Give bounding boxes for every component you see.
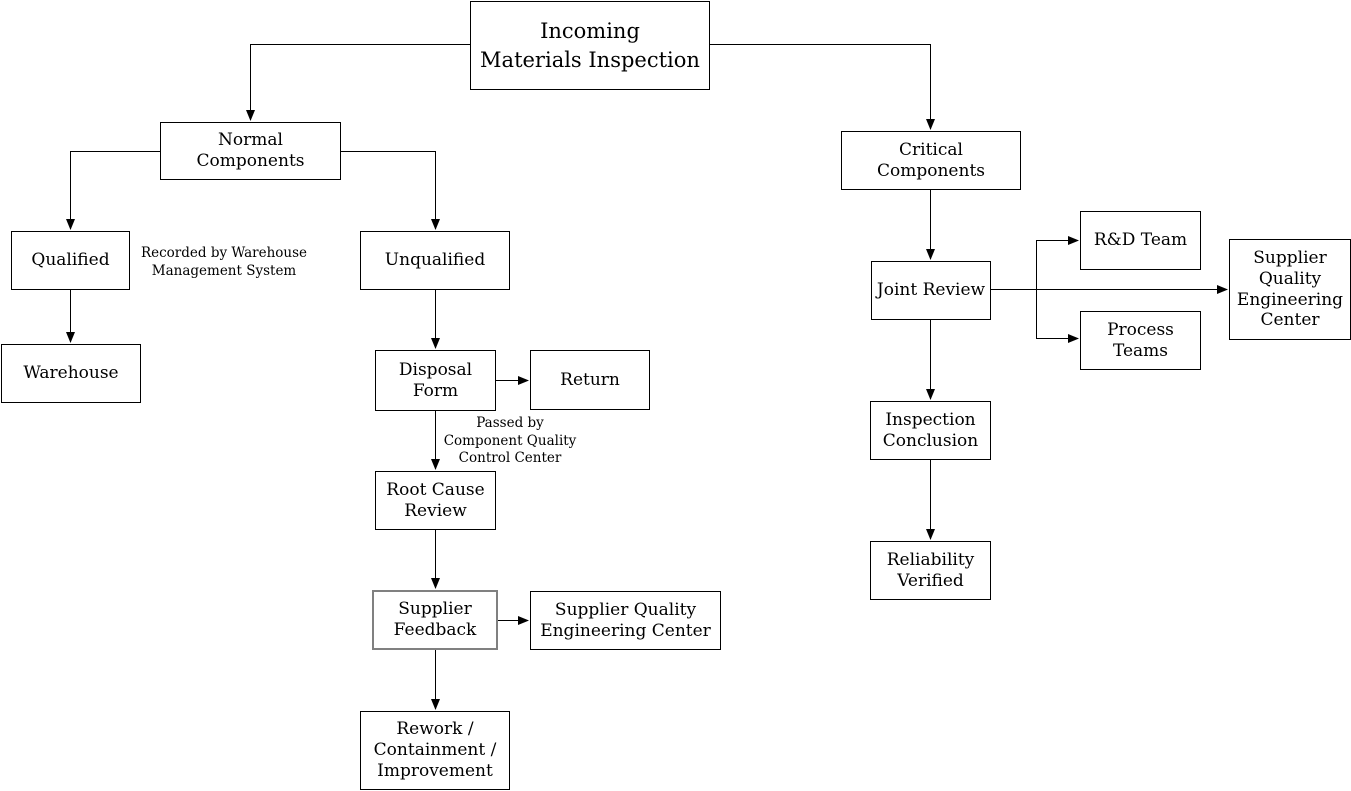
node-critical-components: Critical Components — [841, 131, 1021, 190]
node-incoming-materials-inspection: Incoming Materials Inspection — [470, 1, 710, 90]
edge-incoming-critical — [710, 44, 935, 130]
node-process-teams: Process Teams — [1080, 311, 1201, 370]
annotation-recorded-by-warehouse-management-system: Recorded by Warehouse Management System — [140, 245, 308, 279]
node-rd-team: R&D Team — [1080, 211, 1201, 270]
node-supplier-quality-engineering-center-right: Supplier Quality Engineering Center — [1229, 239, 1351, 340]
node-inspection-conclusion: Inspection Conclusion — [870, 401, 991, 460]
edge-jointreview-rdteam — [1036, 236, 1079, 290]
edge-normal-unqualified — [341, 151, 440, 230]
node-qualified: Qualified — [11, 231, 130, 290]
node-reliability-verified: Reliability Verified — [870, 541, 991, 600]
node-supplier-feedback: Supplier Feedback — [372, 590, 498, 650]
node-return: Return — [530, 350, 650, 410]
annotation-passed-by-component-quality-control-center: Passed by Component Quality Control Cent… — [443, 415, 577, 467]
node-normal-components: Normal Components — [160, 122, 341, 180]
edge-normal-qualified — [66, 151, 160, 230]
node-warehouse: Warehouse — [1, 344, 141, 403]
node-unqualified: Unqualified — [360, 231, 510, 290]
node-joint-review: Joint Review — [871, 261, 991, 320]
node-supplier-quality-engineering-center-left: Supplier Quality Engineering Center — [530, 591, 721, 650]
edge-incoming-normal — [246, 44, 470, 121]
node-root-cause-review: Root Cause Review — [375, 471, 496, 530]
node-disposal-form: Disposal Form — [375, 350, 496, 411]
edge-jointreview-processteams — [1036, 289, 1079, 343]
node-rework-containment-improvement: Rework / Containment / Improvement — [360, 711, 510, 790]
